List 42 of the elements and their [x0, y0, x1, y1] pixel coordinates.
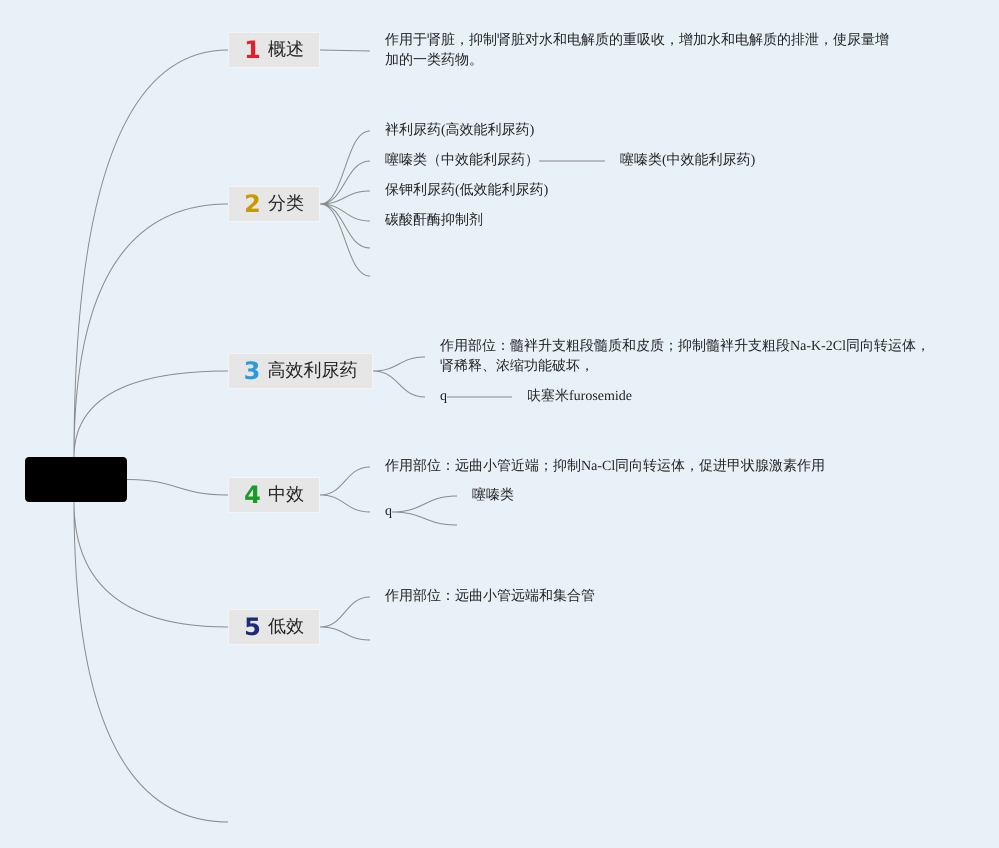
connector-line: [320, 130, 370, 204]
branch-number: 2: [244, 194, 261, 214]
branch-number: 3: [244, 361, 260, 381]
connector-line: [320, 204, 370, 248]
topic-text: 袢利尿药(高效能利尿药): [370, 121, 570, 141]
topic-text: 噻嗪类（中效能利尿药）: [370, 151, 539, 171]
topic-box: [228, 353, 373, 389]
branch-number: 5: [244, 617, 261, 637]
branch-title: 高效利尿药: [267, 361, 358, 381]
connector-line: [320, 494, 370, 512]
topic-text: q: [425, 387, 447, 407]
branch-title: 低效: [268, 617, 304, 637]
branch-title: 中效: [268, 485, 304, 505]
topic-text: q: [370, 502, 392, 522]
connector-line: [320, 50, 370, 52]
topic-text: 作用部位：髓袢升支粗段髓质和皮质；抑制髓袢升支粗段Na-K-2Cl同向转运体，肾稀释、浓缩功能破坏，: [425, 337, 935, 377]
connector-line: [320, 204, 370, 276]
connector-line: [126, 479, 228, 496]
topic-text: 呋塞米furosemide: [512, 387, 672, 407]
topic-text: 保钾利尿药(低效能利尿药): [370, 181, 590, 201]
connector-line: [538, 160, 606, 162]
branch-number: 4: [244, 485, 261, 505]
branch-title: 概述: [268, 40, 304, 60]
root-box: [25, 457, 127, 502]
connector-line: [372, 370, 426, 398]
topic-text: 作用部位：远曲小管近端；抑制Na-Cl同向转运体，促进甲状腺激素作用: [370, 457, 850, 477]
topic-text: 碳酸酐酶抑制剂: [370, 211, 530, 231]
connector-line: [320, 160, 370, 204]
branch-title: 分类: [268, 194, 304, 214]
topic-box: [228, 609, 320, 645]
topic-box: [228, 186, 320, 222]
branch-number: 1: [244, 40, 261, 60]
connector-line: [392, 512, 458, 526]
topic-text: 作用于肾脏，抑制肾脏对水和电解质的重吸收，增加水和电解质的排泄，使尿量增加的一类药物。: [370, 31, 890, 71]
topic-text: 作用部位：远曲小管远端和集合管: [370, 587, 630, 607]
connector-line: [446, 396, 512, 398]
topic-box: [228, 477, 320, 513]
connector-line: [320, 626, 370, 640]
topic-text: 噻嗪类(中效能利尿药): [605, 151, 805, 171]
topic-text: 噻嗪类: [457, 486, 557, 506]
topic-box: [228, 32, 320, 68]
connector-line: [74, 370, 228, 458]
